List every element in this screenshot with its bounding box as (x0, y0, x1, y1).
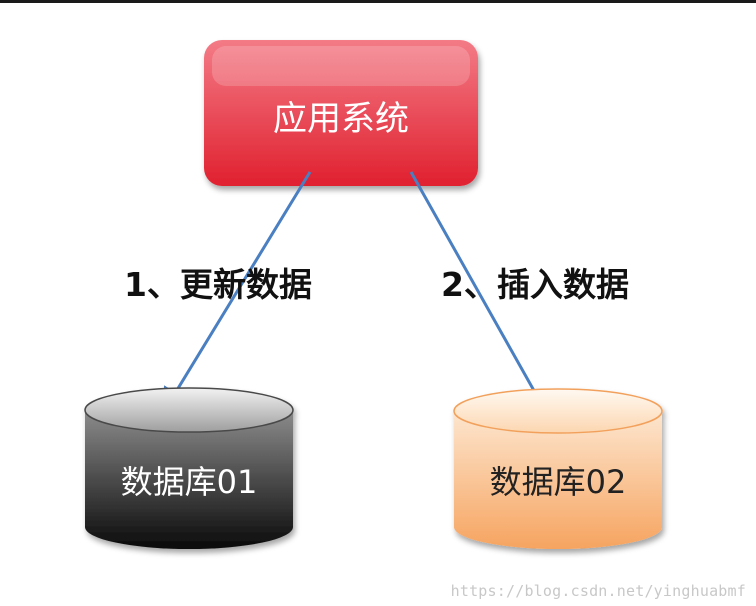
edge-insert-label: 2、插入数据 (441, 265, 629, 304)
app-system-box (204, 40, 478, 186)
database-02-label: 数据库02 (490, 463, 627, 501)
top-border (0, 0, 756, 3)
app-system-label: 应用系统 (273, 99, 409, 139)
edge-update-label: 1、更新数据 (124, 265, 312, 304)
app-system-highlight (212, 46, 470, 86)
watermark-url: https://blog.csdn.net/yinghuabmf (450, 582, 746, 600)
edge-insert-arrow (409, 171, 557, 431)
database-01-node (84, 387, 294, 549)
database-01-top (84, 387, 294, 433)
database-01-label: 数据库01 (121, 463, 258, 501)
edge-update-arrow (161, 171, 312, 416)
database-02-top (453, 388, 663, 434)
database-01-body (85, 410, 293, 549)
app-system-node: 应用系统 (204, 40, 478, 186)
database-02-node (453, 388, 663, 549)
database-02-body (454, 411, 662, 549)
